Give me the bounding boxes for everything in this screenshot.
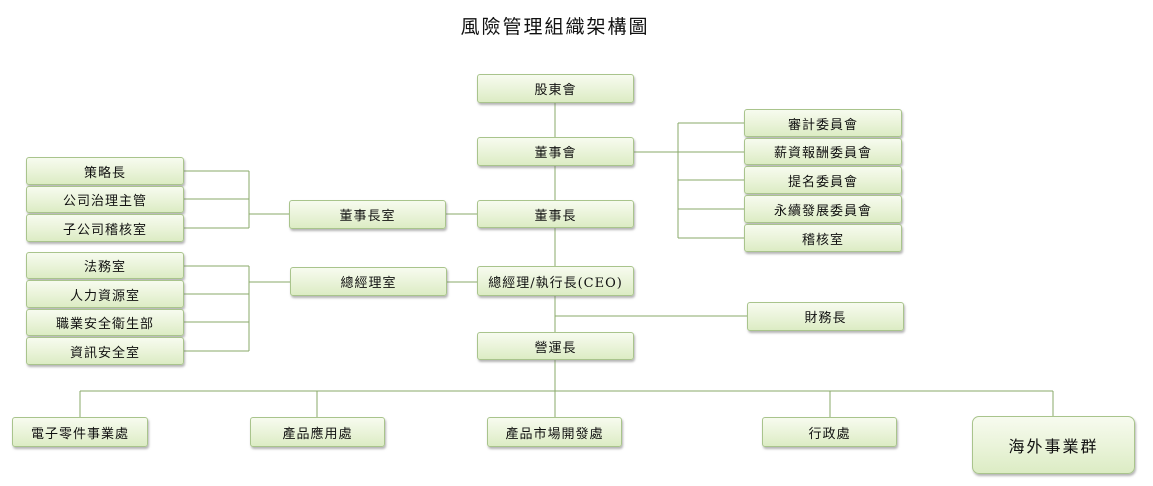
product-applications-division-box: 產品應用處 — [250, 417, 385, 447]
administration-division-box: 行政處 — [762, 417, 897, 447]
cfo-box: 財務長 — [747, 302, 904, 331]
chief-strategy-officer-box: 策略長 — [26, 157, 184, 185]
chairman-office-box: 董事長室 — [289, 200, 446, 229]
occupational-safety-box: 職業安全衛生部 — [26, 309, 184, 336]
product-market-development-box: 產品市場開發處 — [487, 417, 622, 447]
ceo-box: 總經理/執行長(CEO) — [477, 266, 634, 296]
subsidiary-audit-office-box: 子公司稽核室 — [26, 214, 184, 242]
chairman-box: 董事長 — [477, 200, 634, 228]
electronic-components-division-box: 電子零件事業處 — [12, 417, 148, 447]
overseas-business-group-box: 海外事業群 — [972, 416, 1135, 474]
compensation-committee-box: 薪資報酬委員會 — [744, 138, 902, 165]
information-security-box: 資訊安全室 — [26, 337, 184, 365]
gm-office-box: 總經理室 — [290, 267, 447, 296]
audit-committee-box: 審計委員會 — [744, 109, 902, 137]
board-of-directors-box: 董事會 — [477, 137, 634, 166]
internal-audit-box: 稽核室 — [744, 224, 902, 252]
coo-box: 營運長 — [477, 332, 634, 360]
legal-office-box: 法務室 — [26, 252, 184, 279]
corporate-governance-officer-box: 公司治理主管 — [26, 186, 184, 213]
chart-title: 風險管理組織架構圖 — [460, 16, 650, 38]
hr-office-box: 人力資源室 — [26, 280, 184, 308]
sustainability-committee-box: 永續發展委員會 — [744, 195, 902, 223]
nomination-committee-box: 提名委員會 — [744, 166, 902, 194]
shareholders-meeting-box: 股東會 — [477, 74, 634, 103]
